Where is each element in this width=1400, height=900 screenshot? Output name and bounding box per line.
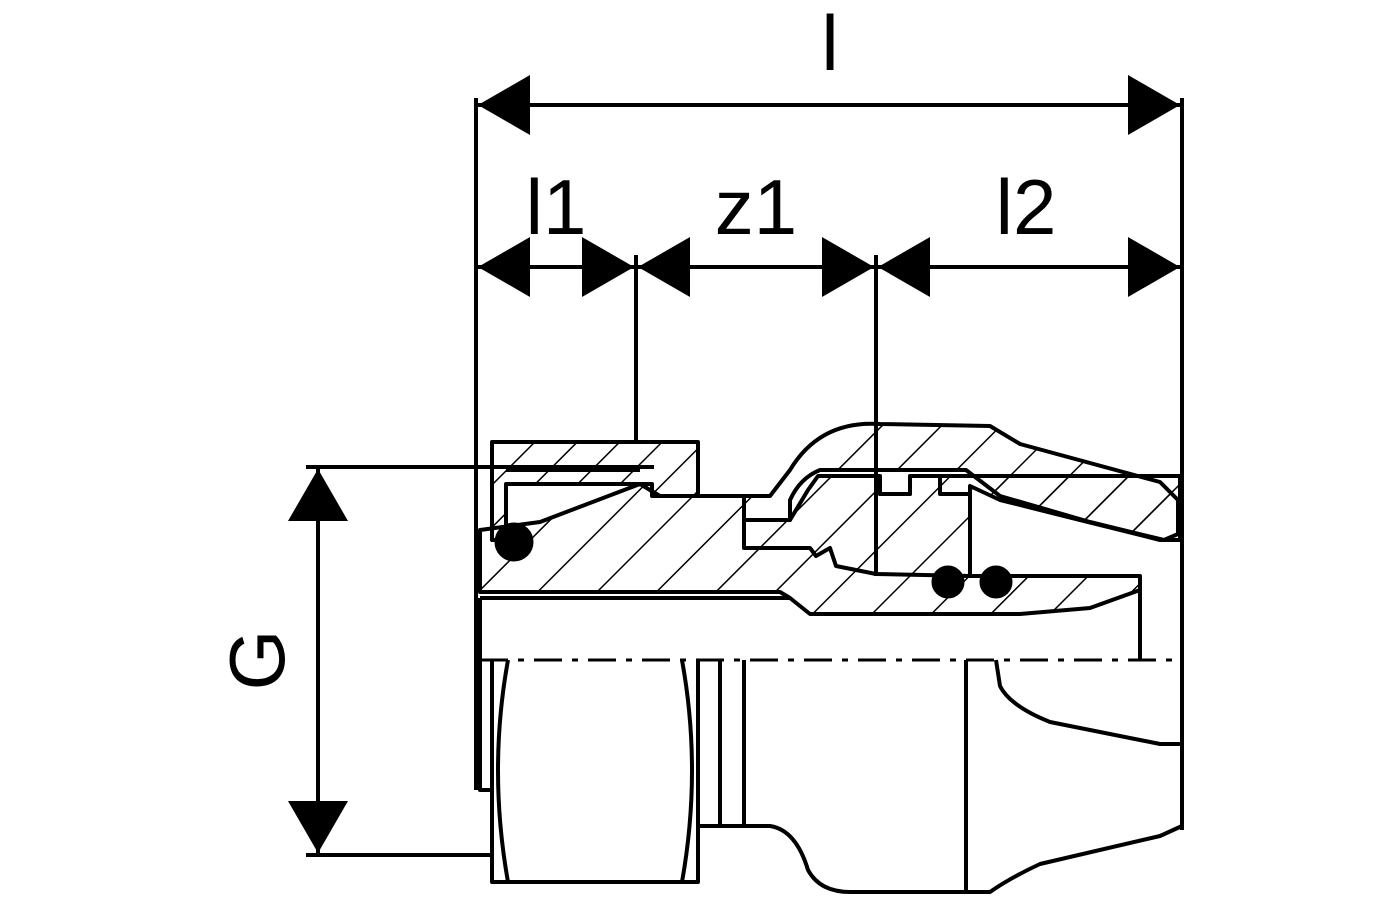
arrowhead-l1-right	[582, 237, 634, 297]
fitting-section-upper	[478, 421, 1182, 660]
press-sleeve-section	[742, 421, 1180, 542]
label-length-2: l2	[996, 163, 1057, 251]
arrowhead-l1-left	[478, 237, 530, 297]
arrowhead-l-left	[478, 75, 530, 135]
label-thread: G	[213, 630, 301, 691]
union-nut-flat-left	[496, 659, 510, 883]
arrowhead-thread-top	[288, 469, 348, 521]
dimension-chain: l1 z1 l2	[476, 163, 1182, 576]
body-exterior	[744, 660, 968, 894]
label-length-z1: z1	[715, 163, 797, 251]
dimension-overall-length: l	[474, 0, 1184, 830]
union-nut-exterior	[478, 660, 700, 884]
press-sleeve-exterior	[966, 659, 1184, 894]
o-ring-seal-left	[494, 522, 534, 562]
o-ring-seal-right	[979, 565, 1013, 599]
arrowhead-thread-bottom	[288, 801, 348, 853]
fitting-view-lower	[478, 659, 1184, 894]
body-inner-contour	[742, 520, 971, 578]
body-neck-exterior	[698, 660, 746, 828]
arrowhead-z1-right	[822, 237, 874, 297]
arrowhead-l-right	[1128, 75, 1180, 135]
body-groove	[878, 476, 972, 576]
arrowhead-l2-left	[878, 237, 930, 297]
label-overall-length: l	[821, 0, 838, 87]
arrowhead-l2-right	[1128, 237, 1180, 297]
o-ring-seal-mid	[931, 565, 965, 599]
arrowhead-z1-left	[638, 237, 690, 297]
union-nut-flat-right	[680, 659, 694, 883]
label-length-1: l1	[526, 163, 587, 251]
